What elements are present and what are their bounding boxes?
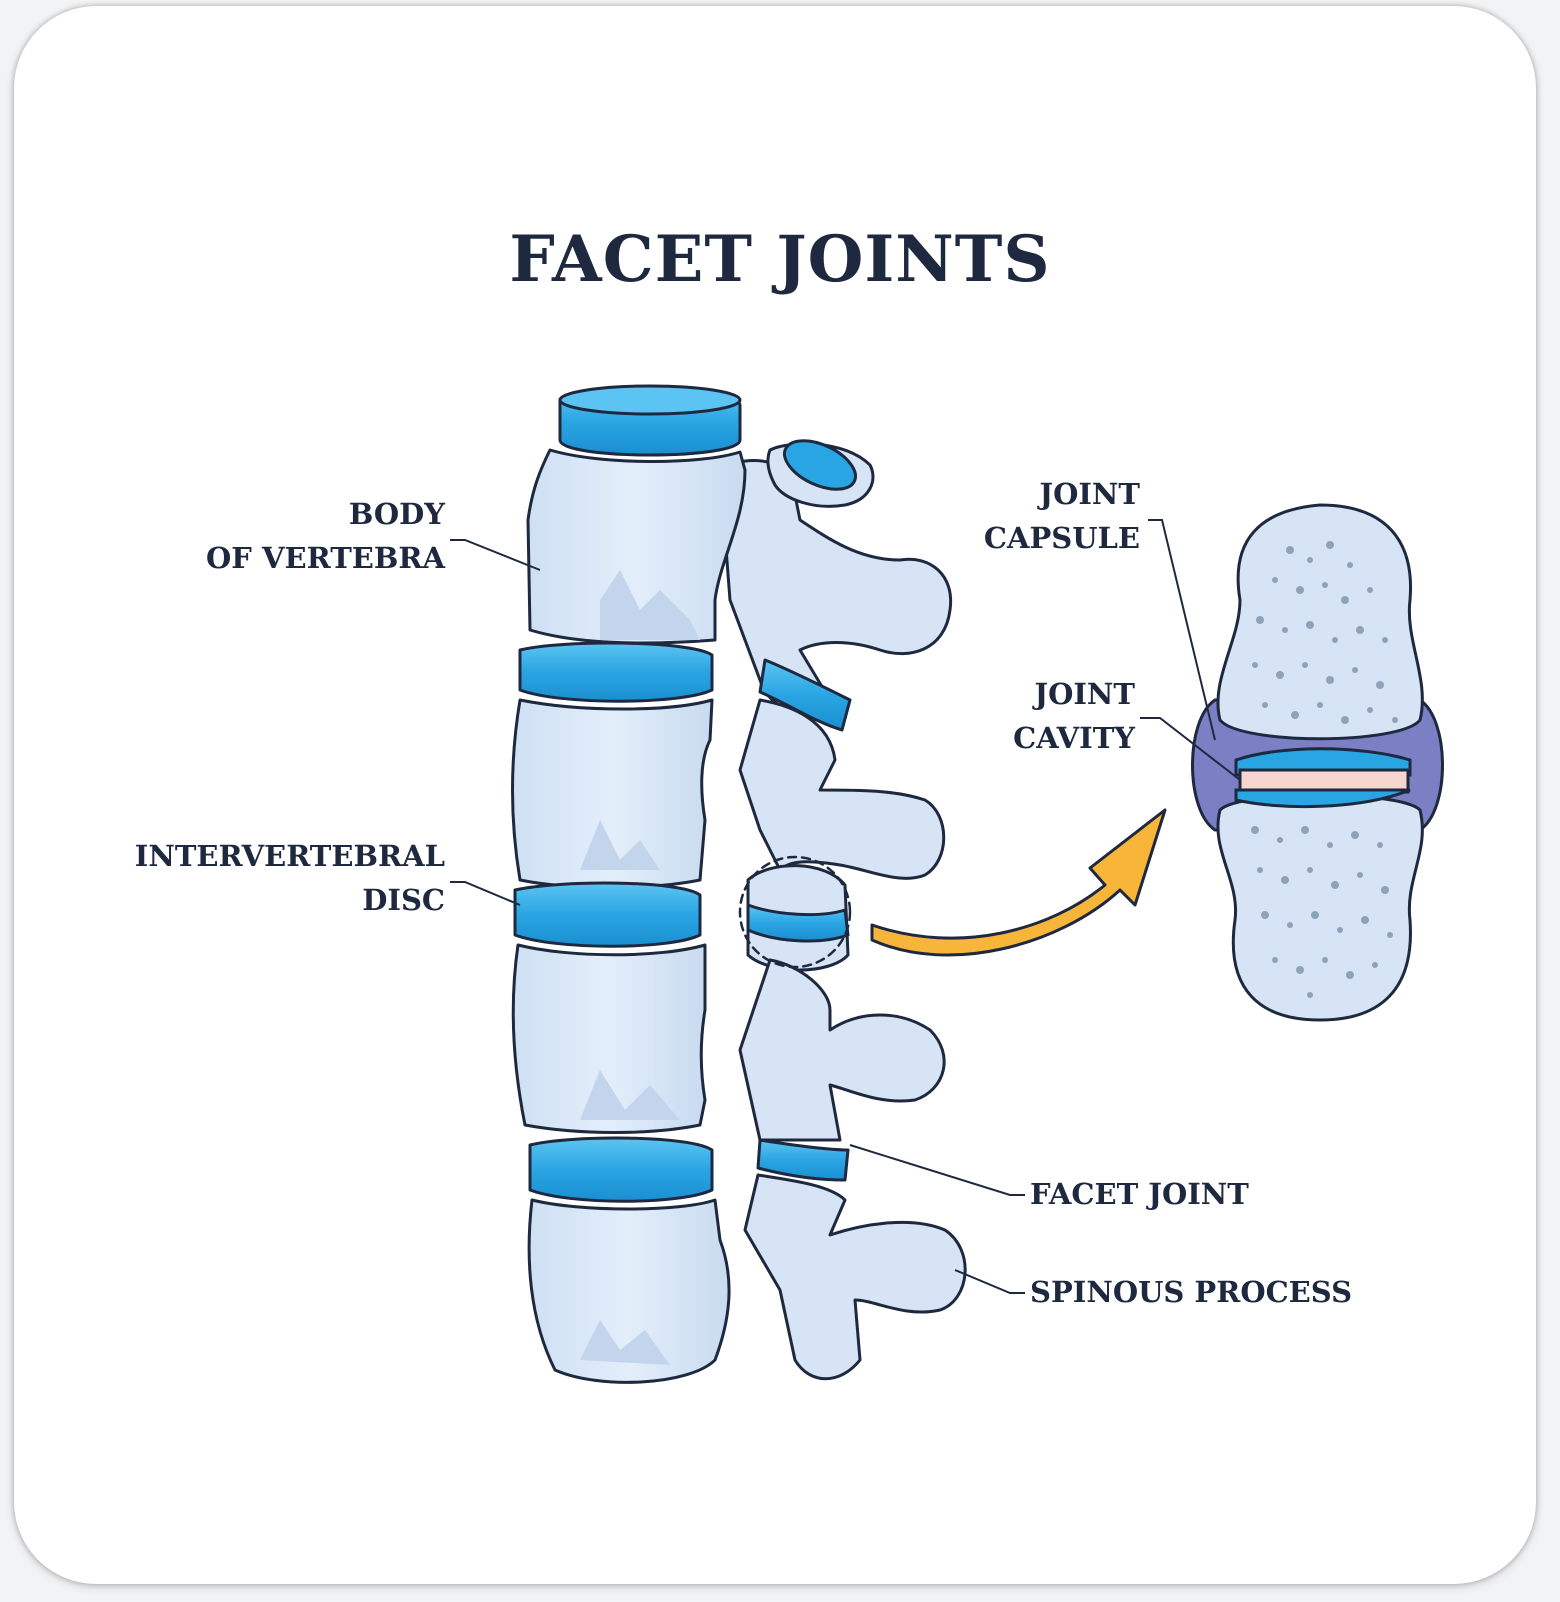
label-joint-capsule-line1: JOINT xyxy=(1039,477,1140,511)
label-joint-capsule-line2: CAPSULE xyxy=(983,521,1140,555)
label-facet-joint: FACET JOINT xyxy=(1030,1177,1249,1211)
vertebral-bodies xyxy=(511,384,747,1384)
label-joint-capsule: JOINT CAPSULE xyxy=(900,472,1140,560)
leader-intervertebral-disc xyxy=(450,881,521,906)
leader-lines xyxy=(450,519,1241,1294)
label-intervertebral-disc: INTERVERTEBRAL DISC xyxy=(80,834,445,922)
leader-spinous-process xyxy=(954,1269,1025,1294)
label-intervertebral-disc-line2: DISC xyxy=(362,883,445,917)
label-spinous-process: SPINOUS PROCESS xyxy=(1030,1275,1353,1309)
label-joint-cavity-line2: CAVITY xyxy=(1013,721,1135,755)
label-intervertebral-disc-line1: INTERVERTEBRAL xyxy=(134,839,445,873)
curved-arrow-icon xyxy=(870,808,1167,957)
leader-body-of-vertebra xyxy=(450,539,541,571)
label-joint-cavity-line1: JOINT xyxy=(1034,677,1135,711)
leader-joint-capsule xyxy=(1148,519,1216,741)
label-body-of-vertebra-line1: BODY xyxy=(348,497,445,531)
label-joint-cavity: JOINT CAVITY xyxy=(900,672,1135,760)
bone-pores xyxy=(1251,541,1398,998)
spine-column xyxy=(511,384,967,1384)
label-body-of-vertebra: BODY OF VERTEBRA xyxy=(150,492,445,580)
leader-joint-cavity xyxy=(1140,717,1241,781)
joint-detail xyxy=(1191,503,1444,1022)
facet-highlight-circle xyxy=(738,855,852,969)
diagram-title: FACET JOINTS xyxy=(509,222,1051,297)
label-body-of-vertebra-line2: OF VERTEBRA xyxy=(206,541,445,575)
leader-facet-joint xyxy=(849,1144,1025,1196)
posterior-elements xyxy=(718,439,967,1381)
